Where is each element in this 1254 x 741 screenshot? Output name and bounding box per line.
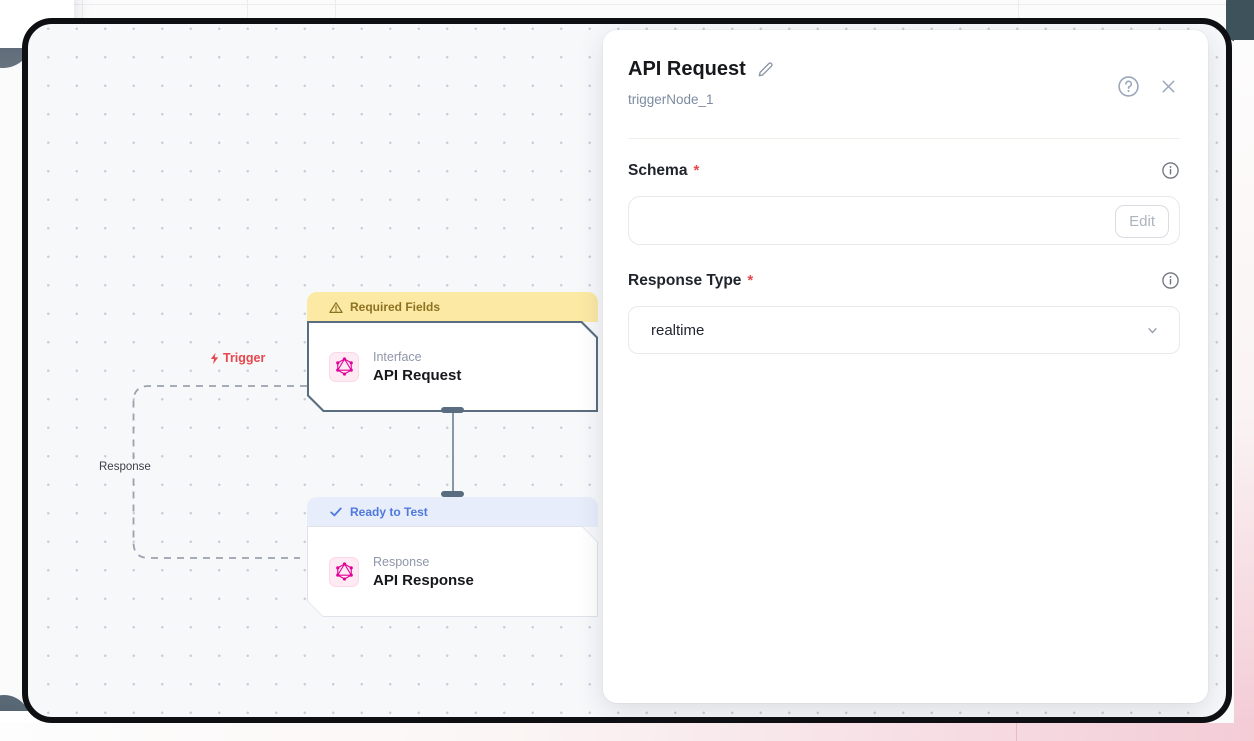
graphql-icon: [329, 557, 359, 587]
required-fields-banner: Required Fields: [307, 292, 598, 322]
ready-to-test-banner-text: Ready to Test: [350, 505, 428, 519]
check-icon: [330, 507, 342, 517]
schema-edit-button[interactable]: Edit: [1115, 205, 1169, 238]
node-title: API Response: [373, 571, 474, 589]
workflow-editor-window: Trigger Response Required Fields: [22, 18, 1232, 723]
node-subtitle: Interface: [373, 349, 422, 364]
node-connector-edge: [452, 410, 454, 497]
chevron-down-icon: [1148, 327, 1157, 333]
edit-pencil-icon[interactable]: [756, 60, 775, 79]
info-icon[interactable]: [1161, 161, 1180, 180]
required-asterisk: *: [747, 272, 754, 289]
background-grid-line: [60, 4, 1254, 5]
close-icon[interactable]: [1159, 77, 1178, 96]
node-settings-panel: API Request triggerNode_1 Schema *: [603, 30, 1208, 703]
warning-icon: [329, 301, 343, 313]
required-fields-banner-text: Required Fields: [350, 300, 441, 314]
node-id-text: triggerNode_1: [628, 92, 714, 107]
background-grid-line: [1016, 723, 1017, 741]
response-edge-label: Response: [94, 459, 156, 475]
panel-title-text: API Request: [628, 58, 746, 80]
response-type-field-label: Response Type: [628, 271, 742, 289]
graphql-icon: [329, 352, 359, 382]
schema-value-box[interactable]: Edit: [628, 196, 1180, 245]
panel-divider: [628, 138, 1180, 139]
schema-field-label: Schema: [628, 161, 688, 179]
background-pink-strip: [0, 723, 1254, 741]
response-edge-label-text: Response: [99, 461, 151, 473]
source-handle[interactable]: [441, 407, 464, 413]
panel-title: API Request: [628, 58, 775, 81]
background-pink-strip: [1234, 40, 1254, 723]
trigger-edge-label: Trigger: [209, 351, 265, 365]
target-handle[interactable]: [441, 491, 464, 497]
response-type-label-row: Response Type *: [628, 271, 1180, 290]
node-subtitle: Response: [373, 554, 430, 569]
info-icon[interactable]: [1161, 271, 1180, 290]
ready-to-test-banner: Ready to Test: [307, 497, 598, 527]
lightning-icon: [210, 352, 219, 364]
node-body[interactable]: Interface API Request: [307, 321, 598, 412]
background-decor-shape: [1226, 0, 1254, 42]
schema-field-label-row: Schema *: [628, 161, 1180, 180]
help-icon[interactable]: [1117, 75, 1140, 98]
response-type-selected-value: realtime: [651, 321, 705, 339]
trigger-edge-label-text: Trigger: [223, 351, 266, 365]
node-title: API Request: [373, 366, 462, 384]
node-api-request[interactable]: Required Fields: [307, 292, 598, 412]
node-api-response[interactable]: Ready to Test: [307, 497, 598, 617]
response-type-select[interactable]: realtime: [628, 306, 1180, 354]
node-body[interactable]: Response API Response: [307, 526, 598, 617]
required-asterisk: *: [693, 162, 700, 179]
